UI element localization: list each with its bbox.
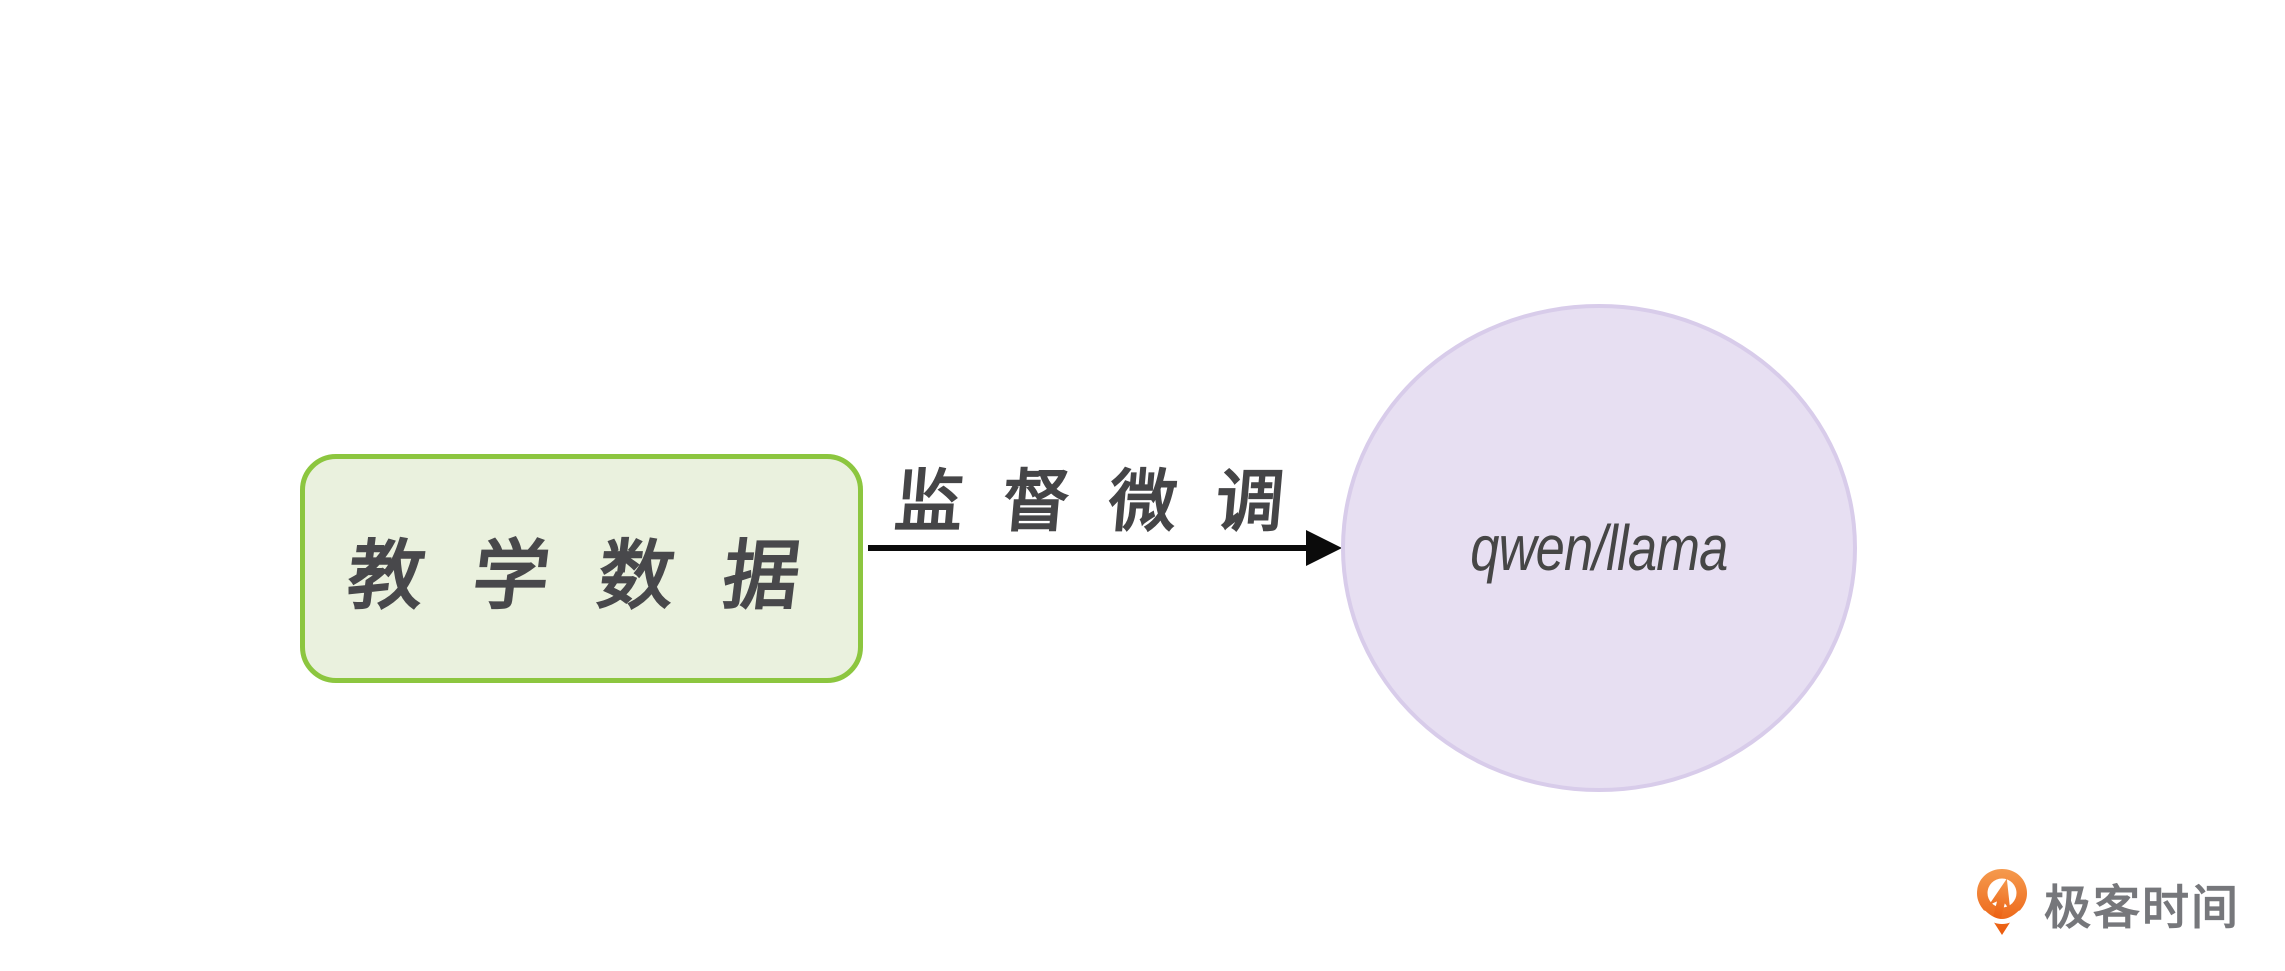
arrow-label-supervised-finetuning: 监 督 微 调 — [891, 464, 1298, 540]
brand-watermark: 极客时间 — [1976, 868, 2240, 938]
target-node-model: qwen/llama — [1341, 304, 1857, 792]
source-node-teaching-data: 教 学 数 据 — [300, 454, 863, 683]
geek-time-pin-icon — [1977, 869, 2027, 935]
brand-logo-text: 极客时间 — [2044, 880, 2240, 934]
arrow-head-icon — [1306, 530, 1342, 566]
source-node-label: 教 学 数 据 — [342, 533, 819, 619]
arrow-line — [868, 545, 1309, 551]
target-node-label: qwen/llama — [1470, 512, 1728, 584]
